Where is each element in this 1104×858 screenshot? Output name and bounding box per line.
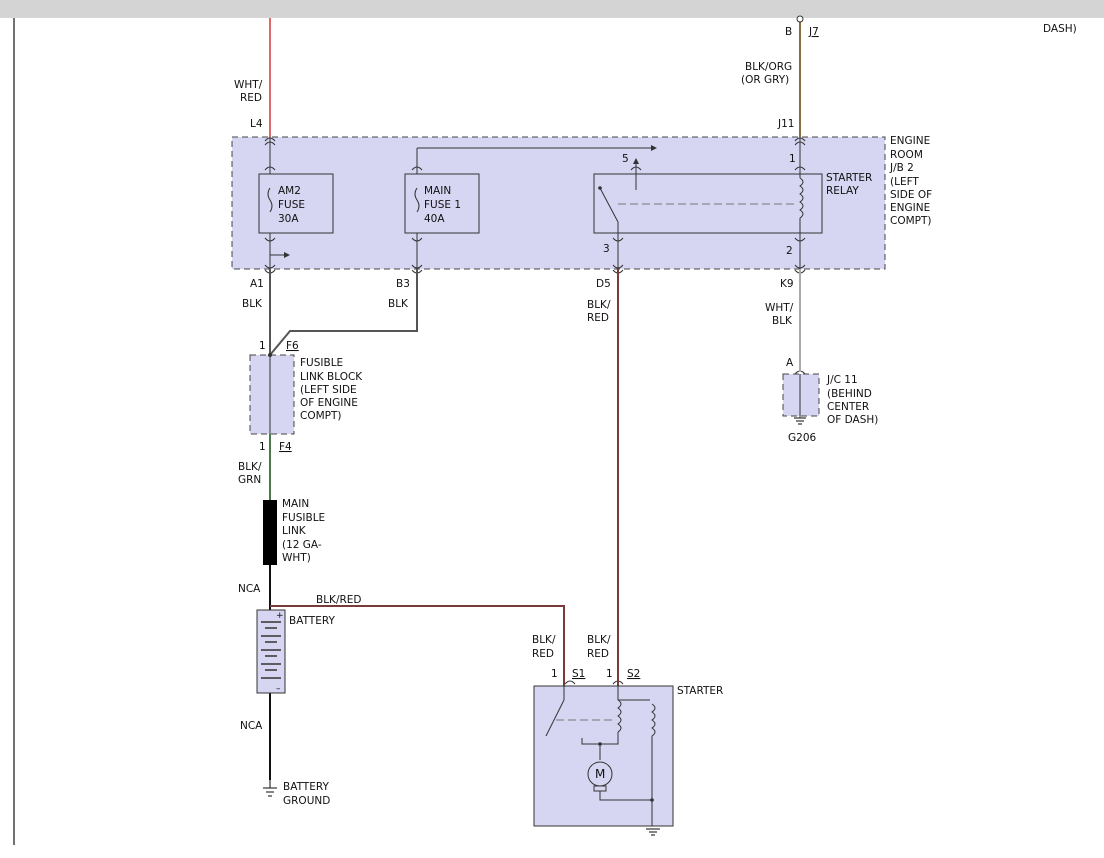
wire-label-blk-red-s1: BLK/ RED bbox=[532, 634, 559, 660]
battery-cells-icon bbox=[261, 621, 281, 679]
relay-coil-icon bbox=[799, 177, 804, 219]
connector-l4-label: L4 bbox=[250, 118, 263, 130]
starter-ground-icon bbox=[646, 828, 660, 836]
wire-label-blk-grn: BLK/ GRN bbox=[238, 461, 265, 486]
relay-switch-pivot bbox=[598, 186, 602, 190]
wire-label-blk-red-horizontal: BLK/RED bbox=[316, 594, 362, 606]
top-right-note: DASH) bbox=[1043, 23, 1077, 35]
splice-point bbox=[598, 742, 602, 746]
motor-label: M bbox=[595, 767, 605, 781]
arrow-icon bbox=[633, 158, 639, 164]
relay-pin-1: 1 bbox=[789, 153, 796, 165]
motor-brush bbox=[593, 785, 607, 792]
header-bar bbox=[0, 0, 1104, 18]
main-fusible-link bbox=[263, 500, 277, 565]
battery-plus-icon: + bbox=[276, 611, 284, 621]
battery-ground-label: BATTERY GROUND bbox=[283, 781, 332, 807]
wire-blk-red-battery bbox=[270, 605, 565, 686]
fusible-pin-1-top: 1 bbox=[259, 340, 266, 352]
starter-label: STARTER bbox=[677, 685, 723, 697]
fusible-pin-1-bottom: 1 bbox=[259, 441, 266, 453]
pull-in-coil-icon bbox=[617, 699, 622, 733]
wire-label-nca-bottom: NCA bbox=[240, 720, 263, 732]
battery-label: BATTERY bbox=[289, 615, 335, 627]
arrow-icon bbox=[651, 145, 657, 151]
relay-pin-3: 3 bbox=[603, 243, 610, 255]
starter-relay-label: STARTER RELAY bbox=[826, 172, 876, 197]
connector-j7-label: J7 bbox=[808, 26, 819, 38]
connector-k9-label: K9 bbox=[780, 278, 794, 290]
wire-blk-b3 bbox=[269, 269, 418, 356]
relay-pin-2: 2 bbox=[786, 245, 793, 257]
motor-ground-wire bbox=[599, 791, 652, 801]
fusible-link-block-label: FUSIBLE LINK BLOCK (LEFT SIDE OF ENGINE … bbox=[300, 357, 366, 422]
ground-g206-label: G206 bbox=[788, 432, 816, 444]
arrow-icon bbox=[284, 252, 290, 258]
main-fuse-label: MAIN FUSE 1 40A bbox=[424, 185, 464, 225]
wire-label-nca-top: NCA bbox=[238, 583, 261, 595]
junction-connector-11 bbox=[782, 373, 820, 417]
wire-label-blk-red-d5: BLK/ RED bbox=[587, 299, 614, 324]
fuse-symbol-icon bbox=[414, 187, 420, 213]
splice-point bbox=[650, 798, 654, 802]
starter bbox=[533, 685, 674, 827]
connector-symbols bbox=[264, 137, 806, 685]
wire-label-wht-blk: WHT/ BLK bbox=[765, 302, 797, 327]
wire-label-blk-org: BLK/ORG (OR GRY) bbox=[741, 61, 796, 86]
fuse-symbol-icon bbox=[267, 187, 273, 213]
connector-a-label: A bbox=[786, 357, 794, 369]
relay-pin-5: 5 bbox=[622, 153, 629, 165]
connector-a1-label: A1 bbox=[250, 278, 264, 290]
starter-switch-icon bbox=[545, 699, 565, 737]
connector-s1-label: S1 bbox=[572, 668, 585, 680]
am2-fuse-label: AM2 FUSE 30A bbox=[278, 185, 308, 225]
starter-pin-1-s2: 1 bbox=[606, 668, 613, 680]
relay-switch-icon bbox=[599, 187, 619, 223]
connector-j11-label: J11 bbox=[777, 118, 794, 130]
battery-ground-icon bbox=[263, 780, 277, 797]
fusible-link-block bbox=[249, 354, 295, 435]
connector-f4-label: F4 bbox=[279, 441, 292, 453]
connector-b-label: B bbox=[785, 26, 792, 38]
connector-s2-label: S2 bbox=[627, 668, 640, 680]
wire-label-wht-red: WHT/ RED bbox=[234, 79, 266, 104]
connector-f6-label: F6 bbox=[286, 340, 299, 352]
starter-pin-1-s1: 1 bbox=[551, 668, 558, 680]
wire-label-blk-a1: BLK bbox=[242, 298, 263, 310]
battery-minus-icon: – bbox=[276, 684, 281, 694]
main-fuse-1 bbox=[404, 173, 480, 234]
splice-point bbox=[268, 353, 272, 357]
splice-point bbox=[796, 15, 804, 23]
battery bbox=[256, 609, 286, 694]
main-fusible-link-label: MAIN FUSIBLE LINK (12 GA- WHT) bbox=[282, 498, 329, 564]
jc11-label: J/C 11 (BEHIND CENTER OF DASH) bbox=[826, 374, 878, 426]
connector-b3-label: B3 bbox=[396, 278, 410, 290]
engine-room-jb-label: ENGINE ROOM J/B 2 (LEFT SIDE OF ENGINE C… bbox=[889, 135, 935, 227]
hold-in-coil-icon bbox=[618, 699, 656, 737]
connector-d5-label: D5 bbox=[596, 278, 611, 290]
wire-label-blk-red-s2: BLK/ RED bbox=[587, 634, 614, 660]
wire-label-blk-b3: BLK bbox=[388, 298, 409, 310]
g206-ground-icon bbox=[794, 417, 806, 425]
